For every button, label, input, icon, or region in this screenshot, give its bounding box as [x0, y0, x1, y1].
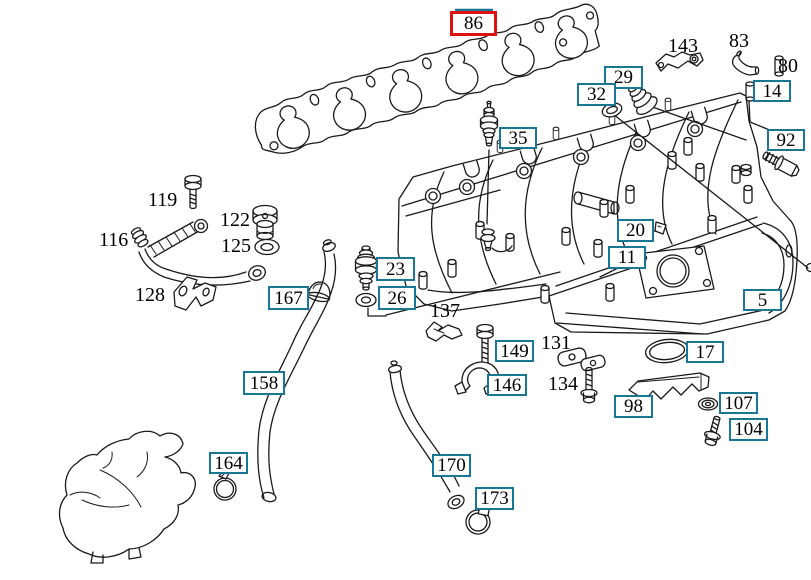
- callout-167[interactable]: 167: [268, 286, 309, 310]
- tube-80-drawing: [774, 55, 784, 77]
- label-80: 80: [778, 55, 798, 77]
- callout-146[interactable]: 146: [487, 374, 527, 396]
- bolt-149-drawing: [476, 323, 494, 368]
- callout-107[interactable]: 107: [719, 392, 758, 414]
- bolt-119-drawing: [184, 174, 202, 210]
- callout-86-highlighted[interactable]: 86: [450, 11, 497, 36]
- label-143: 143: [668, 35, 698, 57]
- label-83: 83: [729, 30, 749, 52]
- bracket-143-drawing: [655, 51, 704, 72]
- callout-158[interactable]: 158: [243, 371, 285, 395]
- gasket-drawing: [254, 3, 600, 154]
- label-134: 134: [548, 373, 578, 395]
- callout-35[interactable]: 35: [499, 127, 537, 149]
- callout-26[interactable]: 26: [378, 286, 416, 310]
- clip-137-drawing: [425, 321, 463, 342]
- fuel-line-116-drawing: [130, 218, 266, 286]
- callout-23[interactable]: 23: [376, 257, 415, 281]
- label-131: 131: [541, 332, 571, 354]
- label-119: 119: [148, 189, 178, 211]
- bolt-92-drawing: [762, 151, 800, 177]
- hose-170-drawing: [387, 360, 465, 510]
- callout-5[interactable]: 5: [743, 289, 782, 311]
- valve-23-drawing: [354, 245, 378, 291]
- callout-14[interactable]: 14: [753, 80, 791, 102]
- plates-131-drawing: [557, 347, 606, 372]
- engine-cover-drawing: [58, 430, 196, 564]
- callout-11[interactable]: 11: [608, 246, 646, 269]
- callout-104[interactable]: 104: [729, 418, 768, 441]
- label-122: 122: [220, 209, 250, 231]
- callout-164[interactable]: 164: [209, 452, 248, 474]
- bolt-134-drawing: [580, 366, 598, 404]
- washer-107-drawing: [697, 397, 719, 411]
- bracket-98-drawing: [628, 372, 710, 402]
- elbow-hose-83-drawing: [731, 50, 760, 76]
- label-125: 125: [221, 235, 251, 257]
- bolt-104-drawing: [703, 415, 721, 446]
- label-128: 128: [135, 284, 165, 306]
- callout-17[interactable]: 17: [686, 341, 724, 363]
- callout-32[interactable]: 32: [577, 83, 616, 106]
- bolt-122-drawing: [252, 204, 278, 241]
- label-137: 137: [430, 300, 460, 322]
- washer-125-drawing: [254, 238, 280, 256]
- seal-17-drawing: [644, 338, 690, 364]
- label-116: 116: [99, 229, 129, 251]
- bracket-128-drawing: [173, 276, 217, 311]
- callout-170[interactable]: 170: [432, 454, 471, 477]
- callout-98[interactable]: 98: [614, 395, 653, 418]
- callout-173[interactable]: 173: [475, 487, 514, 510]
- callout-92[interactable]: 92: [767, 129, 805, 151]
- callout-20[interactable]: 20: [617, 219, 654, 242]
- callout-149[interactable]: 149: [495, 340, 534, 362]
- sensor-35-drawing: [479, 100, 499, 147]
- clamp-164-drawing: [213, 470, 237, 501]
- washer-26-drawing: [355, 292, 377, 308]
